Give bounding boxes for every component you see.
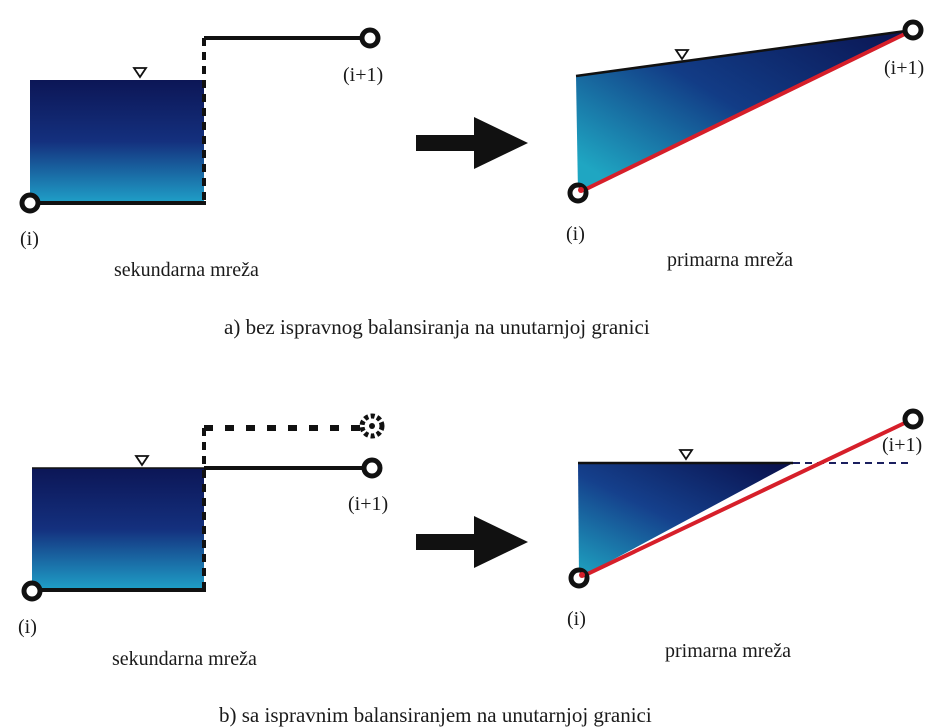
secondary-network-caption: sekundarna mreža bbox=[112, 648, 257, 670]
node-i-marker-icon bbox=[21, 580, 43, 602]
node-next-marker-icon bbox=[359, 27, 381, 49]
node-next-label: (i+1) bbox=[884, 57, 924, 79]
node-i-marker-icon bbox=[568, 567, 590, 589]
secondary-network-caption: sekundarna mreža bbox=[114, 259, 259, 281]
ghost-node-marker-icon bbox=[359, 413, 385, 439]
arrow-right-icon bbox=[416, 516, 528, 568]
node-next-label: (i+1) bbox=[882, 434, 922, 456]
node-i-label: (i) bbox=[566, 223, 585, 245]
bed-line-red bbox=[577, 28, 914, 195]
node-i-label: (i) bbox=[20, 228, 39, 250]
node-i-label: (i) bbox=[567, 608, 586, 630]
water-body bbox=[578, 463, 793, 578]
panel-b-subtitle: b) sa ispravnim balansiranjem na unutarn… bbox=[219, 703, 652, 727]
water-level-triangle-icon bbox=[134, 455, 150, 467]
water-body bbox=[32, 468, 204, 590]
node-next-marker-icon bbox=[361, 457, 383, 479]
node-next-label: (i+1) bbox=[343, 64, 383, 86]
arrow-right-icon bbox=[416, 117, 528, 169]
panel-a-secondary-network: (i) (i+1) sekundarna mreža bbox=[19, 27, 383, 281]
bed-line-red bbox=[578, 417, 914, 580]
node-i-marker-icon bbox=[567, 182, 589, 204]
panel-b-primary-network: (i) (i+1) primarna mreža bbox=[567, 408, 924, 662]
panel-a: (i) (i+1) sekundarna mreža (i) (i+1) pri… bbox=[19, 19, 924, 339]
panel-b: (i) (i+1) sekundarna mreža (i) (i+1) bbox=[18, 408, 924, 727]
primary-network-caption: primarna mreža bbox=[667, 249, 793, 271]
panel-a-primary-network: (i) (i+1) primarna mreža bbox=[566, 19, 924, 271]
node-i-marker-icon bbox=[19, 192, 41, 214]
free-surface-line bbox=[575, 28, 914, 78]
panel-b-secondary-network: (i) (i+1) sekundarna mreža bbox=[18, 413, 388, 670]
node-i-label: (i) bbox=[18, 616, 37, 638]
water-level-triangle-icon bbox=[132, 67, 148, 79]
node-next-marker-icon bbox=[902, 408, 924, 430]
primary-network-caption: primarna mreža bbox=[665, 640, 791, 662]
node-next-marker-icon bbox=[902, 19, 924, 41]
water-level-triangle-icon bbox=[678, 449, 694, 461]
panel-a-subtitle: a) bez ispravnog balansiranja na unutarn… bbox=[224, 315, 650, 339]
water-level-triangle-icon bbox=[674, 49, 690, 61]
water-body bbox=[30, 80, 204, 203]
node-next-label: (i+1) bbox=[348, 493, 388, 515]
